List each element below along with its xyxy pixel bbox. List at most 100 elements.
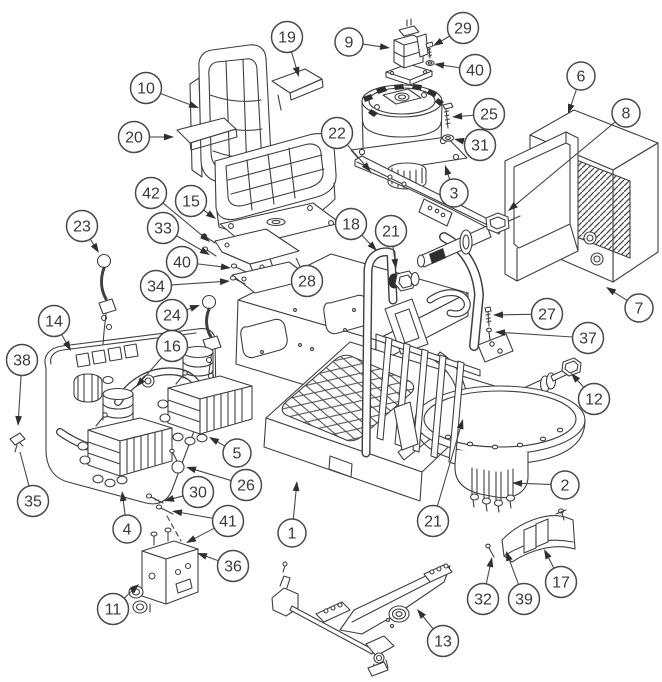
leader-line <box>204 555 219 562</box>
balloon-number: 17 <box>552 575 570 592</box>
leader-line <box>216 440 226 447</box>
leader-arrowhead <box>220 263 231 271</box>
leader-arrowhead <box>434 62 445 69</box>
callout-32: 32 <box>466 557 500 616</box>
deck-railing <box>375 333 481 465</box>
leader-line <box>122 499 126 516</box>
leader-arrowhead <box>444 165 452 176</box>
detent-ball-and-screws <box>145 448 185 542</box>
callout-25: 25 <box>452 97 506 131</box>
leader-line <box>460 114 474 117</box>
balloon-number: 35 <box>24 494 42 511</box>
callout-40: 40 <box>165 245 231 279</box>
embossed-logo <box>75 343 139 368</box>
balloon-number: 31 <box>471 138 489 155</box>
callout-11: 11 <box>96 584 139 626</box>
leader-arrowhead <box>486 557 494 568</box>
leader-line <box>290 51 298 70</box>
leader-line <box>141 357 163 381</box>
balloon-number: 41 <box>219 514 237 531</box>
balloon-circle <box>146 211 180 245</box>
callout-10: 10 <box>129 71 199 108</box>
leader-arrowhead <box>433 37 444 46</box>
leader-line <box>172 495 184 500</box>
balloon-circle <box>174 184 208 218</box>
balloon-number: 27 <box>538 307 556 324</box>
leader-arrowhead <box>493 311 504 319</box>
callout-34: 34 <box>139 269 230 303</box>
balloon-number: 11 <box>105 602 122 619</box>
balloon-number: 14 <box>45 314 63 331</box>
balloon-circle <box>139 269 173 303</box>
balloon-circle <box>5 343 39 377</box>
balloon-circle <box>458 53 492 87</box>
balloon-circle <box>624 293 654 323</box>
balloon-circle <box>334 207 368 241</box>
leader-arrowhead <box>188 101 199 108</box>
balloon-number: 3 <box>450 186 459 203</box>
leader-line <box>160 92 192 106</box>
balloon-number: 1 <box>288 526 297 543</box>
leader-arrowhead <box>512 479 523 487</box>
balloon-circle <box>530 297 564 331</box>
balloon-circle <box>571 321 605 355</box>
balloon-circle <box>165 245 199 279</box>
balloon-number: 10 <box>137 81 155 98</box>
leader-line <box>520 482 552 486</box>
leader-line <box>295 257 301 268</box>
balloon-circle <box>446 11 480 45</box>
leader-line <box>576 379 585 388</box>
callout-35: 35 <box>16 451 50 518</box>
balloon-number: 19 <box>278 30 296 47</box>
balloon-number: 22 <box>328 126 346 143</box>
callout-30: 30 <box>164 475 215 509</box>
leader-arrowhead <box>606 287 617 296</box>
leader-line <box>162 202 204 237</box>
balloon-circle <box>466 582 500 616</box>
leader-arrowhead <box>186 535 197 543</box>
balloon-number: 24 <box>163 308 181 325</box>
leader-arrowhead <box>544 549 552 560</box>
balloon-circle <box>211 504 245 538</box>
balloon-circle <box>16 484 50 518</box>
leader-line <box>440 35 450 43</box>
callout-27: 27 <box>493 297 564 331</box>
leader-line <box>503 331 573 338</box>
callout-4: 4 <box>112 491 142 544</box>
callout-6: 6 <box>566 61 596 114</box>
balloon-number: 28 <box>298 274 316 291</box>
balloon-number: 40 <box>466 63 484 80</box>
seat-assembly <box>176 44 337 234</box>
detent-ball <box>171 460 185 474</box>
callout-38: 38 <box>5 343 39 426</box>
balloon-number: 8 <box>622 106 631 123</box>
balloon-number: 15 <box>182 194 200 211</box>
balloon-circle <box>37 304 71 338</box>
balloon-circle <box>611 98 641 128</box>
pitch-control-assembly <box>271 561 453 677</box>
fasteners-top <box>425 41 455 142</box>
balloon-number: 6 <box>577 69 586 86</box>
leader-line <box>442 64 460 69</box>
leader-line <box>346 144 366 166</box>
callout-5: 5 <box>209 437 252 468</box>
callout-7: 7 <box>606 287 654 323</box>
control-lever-left <box>96 253 117 345</box>
frame-arm <box>354 155 504 235</box>
leader-line <box>514 121 616 206</box>
callout-40: 40 <box>434 53 492 87</box>
balloon-circle <box>507 582 541 616</box>
leader-arrowhead <box>568 103 575 114</box>
leader-line <box>123 589 134 599</box>
hydraulic-motor <box>350 84 468 190</box>
balloon-number: 38 <box>13 353 31 370</box>
callout-21: 21 <box>374 214 408 269</box>
leader-arrowhead <box>189 305 200 312</box>
callout-31: 31 <box>454 128 497 162</box>
balloon-number: 2 <box>561 478 570 495</box>
callout-19: 19 <box>270 20 304 77</box>
balloon-number: 20 <box>125 130 143 147</box>
balloon-circle <box>222 438 252 468</box>
callout-3: 3 <box>439 165 469 208</box>
